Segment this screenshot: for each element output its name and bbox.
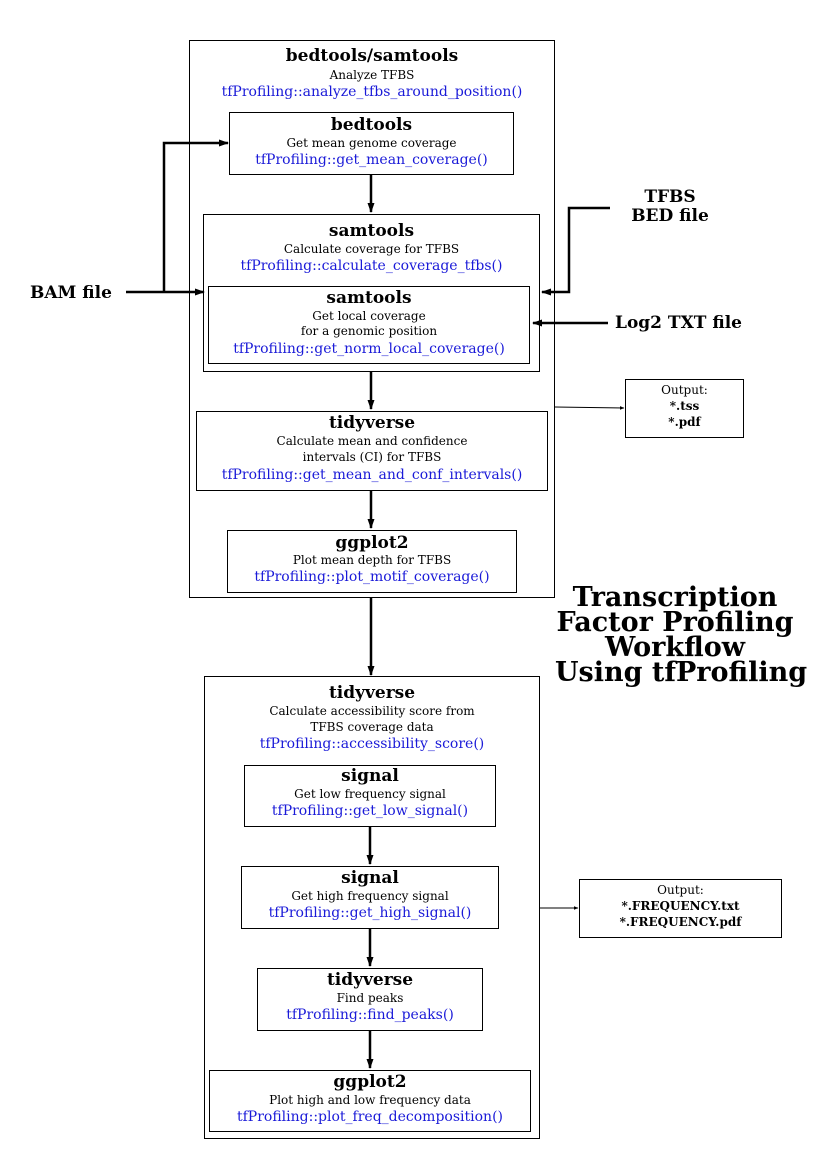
bedtools-tool: bedtools bbox=[330, 115, 413, 135]
ggplot2-motif-node bbox=[227, 530, 517, 593]
bedtools-desc: Get mean genome coverage bbox=[286, 136, 457, 150]
tidyverse-conf-intervals-node bbox=[196, 411, 548, 491]
plot-freq-tool: ggplot2 bbox=[333, 1072, 407, 1092]
log2-file-label: Log2 TXT file bbox=[615, 313, 742, 333]
high-signal-node bbox=[241, 866, 499, 929]
low-signal-tool: signal bbox=[341, 766, 399, 786]
tidyverse-ci-func: tfProfiling::get_mean_and_conf_intervals… bbox=[221, 467, 523, 483]
samtools-func: tfProfiling::calculate_coverage_tfbs() bbox=[240, 258, 503, 274]
tfbs-label-line2: BED file bbox=[631, 206, 709, 226]
samtools-desc: Calculate coverage for TFBS bbox=[283, 242, 460, 256]
output2-file-txt: *.FREQUENCY.txt bbox=[621, 899, 740, 913]
low-signal-node bbox=[244, 765, 496, 827]
diagram-title-line2: Factor Profiling bbox=[556, 607, 794, 638]
tfbs-arrow bbox=[541, 206, 610, 296]
plot-freq-node bbox=[209, 1070, 531, 1132]
ggplot2-motif-tool: ggplot2 bbox=[335, 533, 409, 553]
samtools-coverage-tfbs-node bbox=[203, 214, 540, 372]
diagram-title-line1: Transcription bbox=[572, 582, 778, 613]
stage2-tool: tidyverse bbox=[328, 683, 416, 703]
output1-label: Output: bbox=[661, 383, 708, 397]
samtools-tool: samtools bbox=[328, 221, 415, 241]
high-signal-tool: signal bbox=[341, 868, 399, 888]
stage2-desc-2: TFBS coverage data bbox=[310, 720, 434, 734]
samtools-inner-desc-2: for a genomic position bbox=[300, 324, 438, 338]
arrow-to-output1 bbox=[554, 406, 625, 410]
tfbs-label-line1: TFBS bbox=[644, 187, 696, 207]
low-signal-func: tfProfiling::get_low_signal() bbox=[271, 803, 469, 819]
bam-arrow-to-bedtools bbox=[162, 139, 229, 292]
stage1-tool: bedtools/samtools bbox=[285, 46, 459, 66]
stage2-container bbox=[204, 676, 540, 1139]
output2-file-pdf: *.FREQUENCY.pdf bbox=[619, 915, 742, 929]
samtools-inner-desc-1: Get local coverage bbox=[312, 309, 426, 323]
tidyverse-ci-desc-2: intervals (CI) for TFBS bbox=[302, 450, 442, 464]
low-signal-desc: Get low frequency signal bbox=[294, 787, 446, 801]
stage1-desc: Analyze TFBS bbox=[329, 68, 415, 82]
plot-freq-desc: Plot high and low frequency data bbox=[269, 1093, 471, 1107]
ggplot2-motif-desc: Plot mean depth for TFBS bbox=[292, 553, 452, 567]
high-signal-desc: Get high frequency signal bbox=[291, 889, 449, 903]
bedtools-mean-coverage-node bbox=[229, 112, 514, 175]
find-peaks-func: tfProfiling::find_peaks() bbox=[286, 1007, 454, 1023]
find-peaks-node bbox=[257, 968, 483, 1031]
tidyverse-ci-tool: tidyverse bbox=[328, 413, 416, 433]
stage2-desc-1: Calculate accessibility score from bbox=[269, 704, 475, 718]
output1-file-pdf: *.pdf bbox=[668, 415, 701, 429]
stage1-container bbox=[189, 40, 555, 598]
output1-box bbox=[625, 379, 744, 438]
samtools-inner-func: tfProfiling::get_norm_local_coverage() bbox=[233, 341, 505, 357]
output2-box bbox=[579, 879, 782, 938]
plot-freq-func: tfProfiling::plot_freq_decomposition() bbox=[237, 1109, 503, 1125]
diagram-title-line4: Using tfProfiling bbox=[555, 657, 808, 688]
output2-label: Output: bbox=[657, 883, 704, 897]
stage1-func: tfProfiling::analyze_tfbs_around_positio… bbox=[221, 84, 523, 100]
bam-file-label: BAM file bbox=[30, 283, 112, 303]
ggplot2-motif-func: tfProfiling::plot_motif_coverage() bbox=[254, 569, 490, 585]
high-signal-func: tfProfiling::get_high_signal() bbox=[268, 905, 472, 921]
samtools-norm-local-node bbox=[208, 286, 530, 364]
bedtools-func: tfProfiling::get_mean_coverage() bbox=[255, 152, 488, 168]
diagram-title-line3: Workflow bbox=[605, 632, 745, 663]
find-peaks-tool: tidyverse bbox=[326, 970, 414, 990]
tidyverse-ci-desc-1: Calculate mean and confidence bbox=[276, 434, 468, 448]
samtools-inner-tool: samtools bbox=[326, 288, 412, 308]
stage2-func: tfProfiling::accessibility_score() bbox=[259, 736, 485, 752]
find-peaks-desc: Find peaks bbox=[336, 991, 404, 1005]
output1-file-tss: *.tss bbox=[669, 399, 700, 413]
